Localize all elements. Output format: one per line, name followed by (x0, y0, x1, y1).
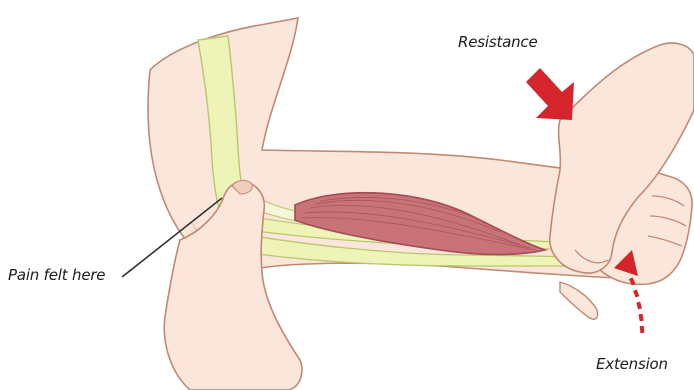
resistance-label: Resistance (458, 33, 538, 51)
resistance-arrow-icon (526, 68, 574, 120)
patient-thumb (560, 282, 598, 319)
pain-felt-here-label: Pain felt here (8, 266, 105, 284)
extension-label: Extension (596, 355, 668, 373)
